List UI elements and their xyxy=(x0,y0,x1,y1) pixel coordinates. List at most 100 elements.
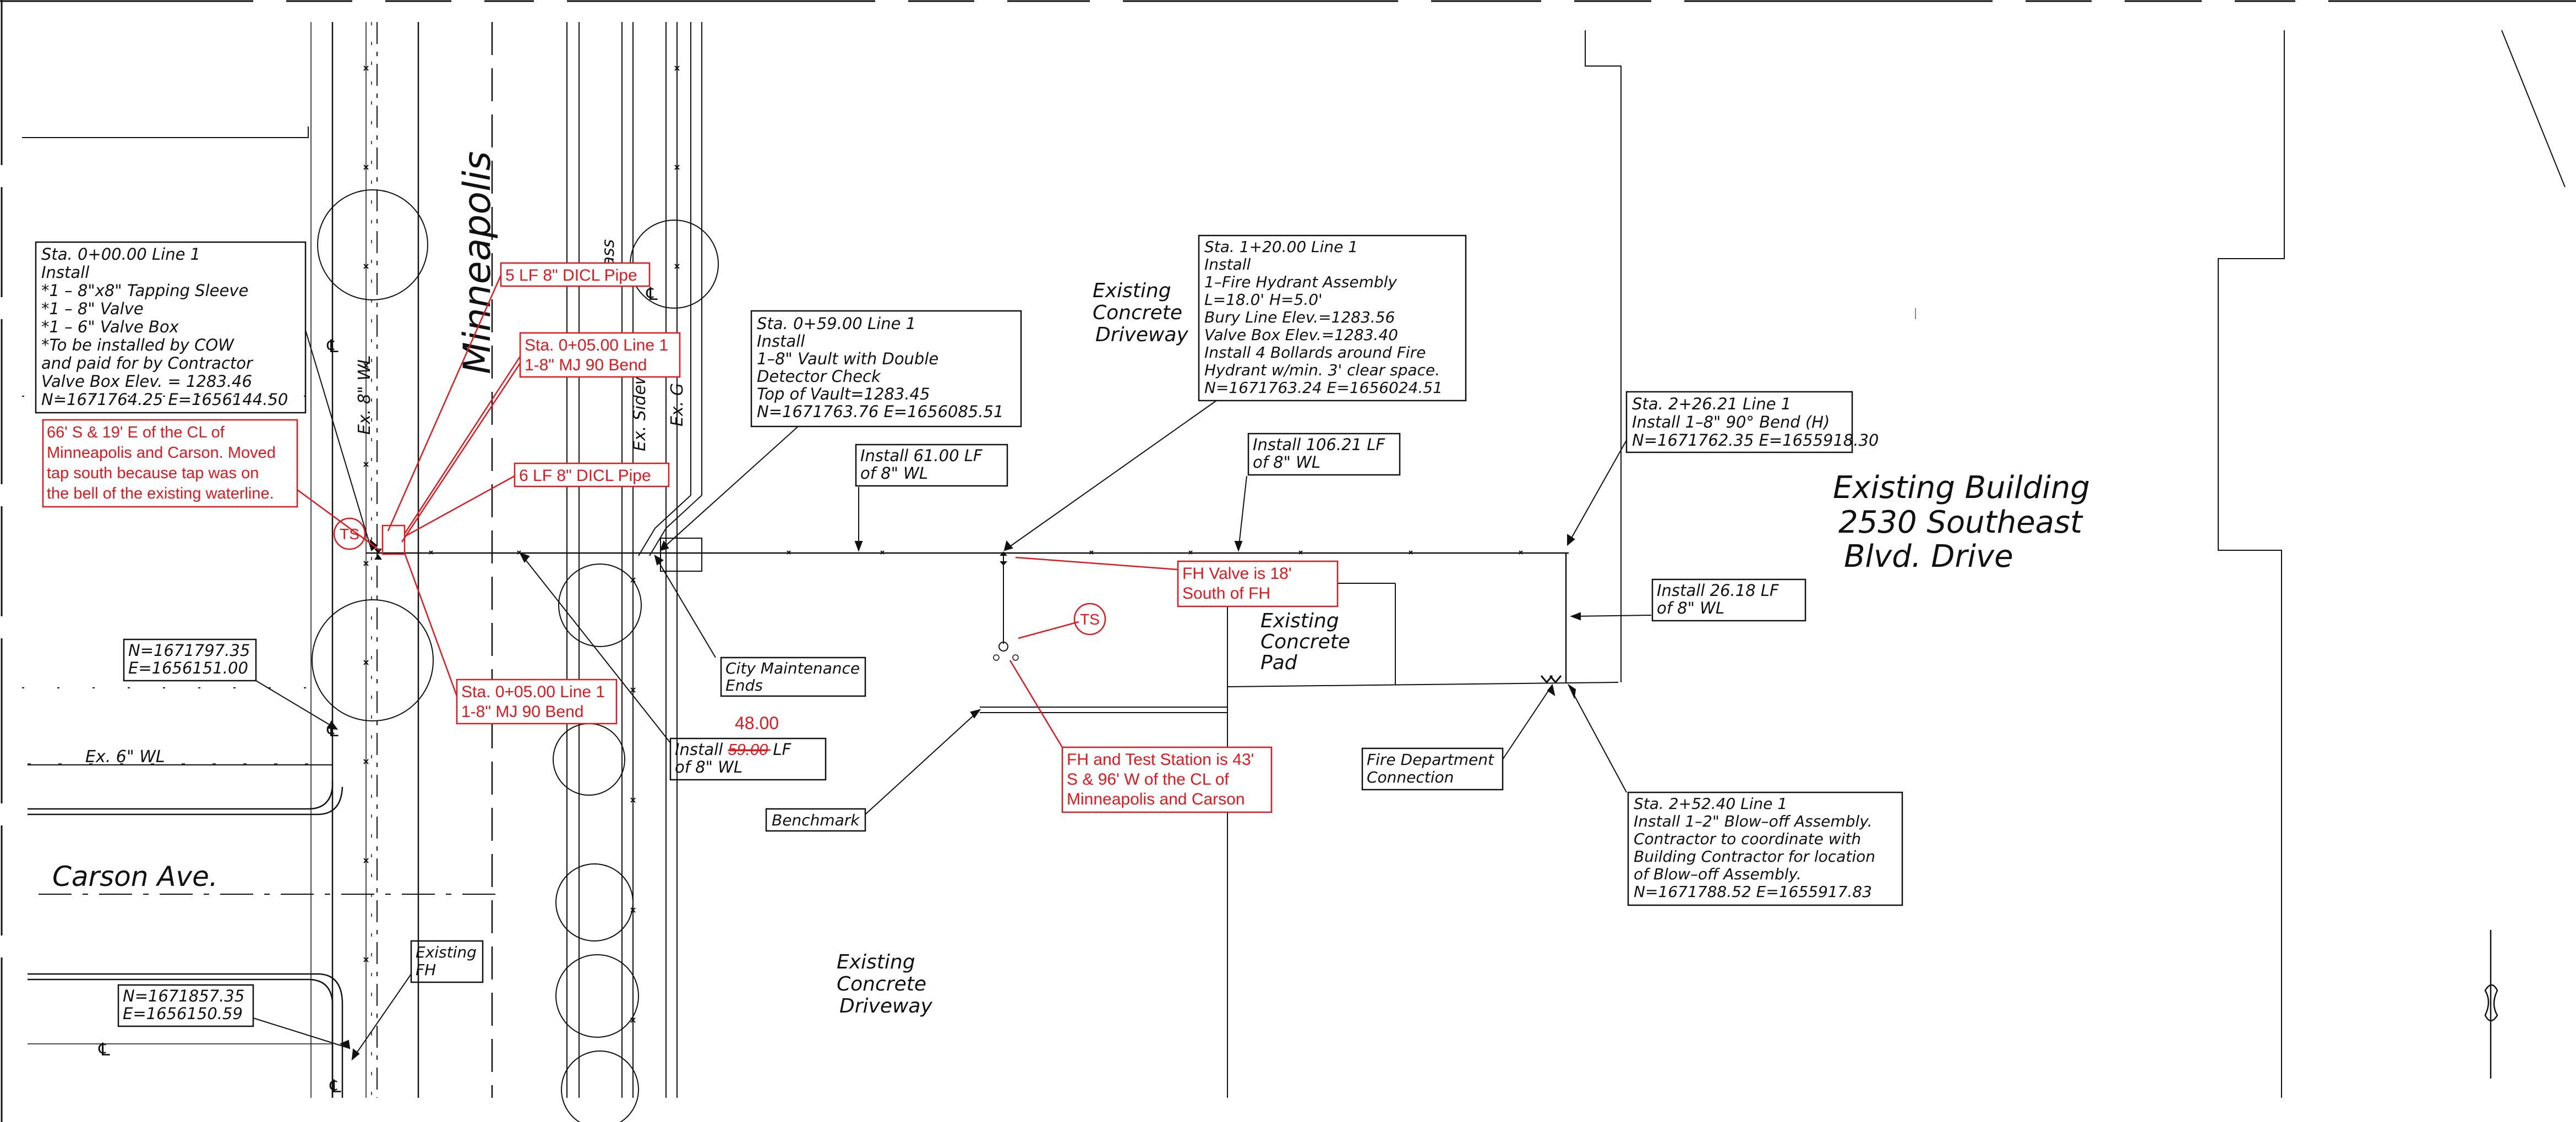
svg-text:N=1671788.52 E=1655917.83: N=1671788.52 E=1655917.83 xyxy=(1634,883,1872,901)
svg-text:Install 61.00 LF: Install 61.00 LF xyxy=(860,446,983,465)
svg-text:Install: Install xyxy=(41,263,89,282)
sidewalk-label: Ex. Sidew xyxy=(630,371,650,451)
svg-text:Connection: Connection xyxy=(1367,768,1454,786)
svg-text:Existing: Existing xyxy=(416,943,477,961)
centerline-symbol: ℄ xyxy=(325,336,341,357)
svg-text:Concrete: Concrete xyxy=(837,973,926,995)
driveway-bottom-label: Existing Concrete Driveway xyxy=(837,951,932,1017)
svg-text:Sta. 0+05.00 Line 1: Sta. 0+05.00 Line 1 xyxy=(461,683,605,701)
callout-sta-120: Sta. 1+20.00 Line 1 Install 1–Fire Hydra… xyxy=(1198,234,1467,402)
svg-text:Install: Install xyxy=(1204,255,1251,273)
centerline-symbol: ℄ xyxy=(96,1039,112,1060)
svg-text:Sta. 1+20.00 Line 1: Sta. 1+20.00 Line 1 xyxy=(1204,238,1358,256)
svg-text:Valve Box Elev. = 1283.46: Valve Box Elev. = 1283.46 xyxy=(41,372,252,391)
svg-text:of 8" WL: of 8" WL xyxy=(860,464,928,483)
svg-text:Blvd. Drive: Blvd. Drive xyxy=(1844,539,2013,574)
svg-text:Install 59.00 LF: Install 59.00 LF xyxy=(675,740,792,759)
svg-text:*1 – 8" Valve: *1 – 8" Valve xyxy=(41,299,144,318)
centerline-symbol: ℄ xyxy=(644,283,660,304)
svg-text:Install 26.18 LF: Install 26.18 LF xyxy=(1657,581,1780,600)
ts-marker: TS xyxy=(333,517,366,550)
svg-text:N=1671764.25 E=1656144.50: N=1671764.25 E=1656144.50 xyxy=(41,390,288,409)
svg-text:66' S & 19' E of the CL of: 66' S & 19' E of the CL of xyxy=(47,424,225,441)
redline-note-66: 66' S & 19' E of the CL of Minneapolis a… xyxy=(42,419,298,508)
svg-text:FH and Test Station is 43': FH and Test Station is 43' xyxy=(1067,751,1254,769)
pad-label: Existing Concrete Pad xyxy=(1260,610,1350,674)
svg-text:Driveway: Driveway xyxy=(1095,324,1188,346)
svg-text:N=1671763.76 E=1656085.51: N=1671763.76 E=1656085.51 xyxy=(757,402,1003,421)
svg-text:Sta. 2+26.21 Line 1: Sta. 2+26.21 Line 1 xyxy=(1632,395,1791,413)
svg-text:N=1671857.35: N=1671857.35 xyxy=(123,987,244,1005)
svg-text:Existing: Existing xyxy=(1260,610,1339,632)
callout-install-106: Install 106.21 LF of 8" WL xyxy=(1247,433,1401,476)
svg-text:FH: FH xyxy=(416,961,436,979)
svg-text:Concrete: Concrete xyxy=(1260,631,1350,653)
svg-text:Sta. 0+05.00 Line 1: Sta. 0+05.00 Line 1 xyxy=(525,336,668,354)
svg-text:Minneapolis and Carson: Minneapolis and Carson xyxy=(1067,790,1245,808)
svg-text:of 8" WL: of 8" WL xyxy=(1657,599,1724,617)
svg-text:Existing: Existing xyxy=(837,951,915,973)
svg-text:of Blow–off Assembly.: of Blow–off Assembly. xyxy=(1634,865,1802,883)
site-features xyxy=(980,30,2566,1098)
red-markups: TS TS 5 LF 8" DICL Pipe Sta. 0+05.00 Lin… xyxy=(42,262,1339,813)
svg-text:N=1671763.24 E=1656024.51: N=1671763.24 E=1656024.51 xyxy=(1204,379,1443,397)
svg-text:FH Valve is 18': FH Valve is 18' xyxy=(1182,565,1292,583)
svg-text:Minneapolis and Carson. Moved: Minneapolis and Carson. Moved xyxy=(47,444,276,462)
svg-text:of 8" WL: of 8" WL xyxy=(1253,453,1320,472)
svg-text:Hydrant w/min. 3' clear space.: Hydrant w/min. 3' clear space. xyxy=(1204,361,1440,379)
ex-8-wl-label: Ex. 8" WL xyxy=(355,355,374,435)
svg-text:Detector Check: Detector Check xyxy=(757,367,881,386)
svg-text:E=1656151.00: E=1656151.00 xyxy=(128,659,248,677)
svg-text:Install 1–8" 90° Bend (H): Install 1–8" 90° Bend (H) xyxy=(1632,413,1830,431)
svg-text:City Maintenance: City Maintenance xyxy=(725,659,860,677)
callout-benchmark: Benchmark xyxy=(765,808,866,832)
svg-text:Existing Building: Existing Building xyxy=(1833,470,2090,506)
ex-6-wl-label: Ex. 6" WL xyxy=(85,747,165,767)
svg-text:1-8" MJ 90 Bend: 1-8" MJ 90 Bend xyxy=(461,703,583,721)
minneapolis-street xyxy=(310,22,702,1098)
callout-install-61: Install 61.00 LF of 8" WL xyxy=(855,444,1008,487)
svg-text:Install 106.21 LF: Install 106.21 LF xyxy=(1253,435,1385,454)
svg-text:1–Fire Hydrant Assembly: 1–Fire Hydrant Assembly xyxy=(1204,273,1397,291)
svg-text:Sta. 2+52.40 Line 1: Sta. 2+52.40 Line 1 xyxy=(1634,795,1787,813)
svg-text:Install 4 Bollards around Fire: Install 4 Bollards around Fire xyxy=(1204,343,1426,362)
svg-text:*1 – 8"x8" Tapping Sleeve: *1 – 8"x8" Tapping Sleeve xyxy=(41,281,248,300)
svg-text:Concrete: Concrete xyxy=(1093,302,1182,324)
svg-text:Fire Department: Fire Department xyxy=(1367,751,1494,769)
svg-text:TS: TS xyxy=(340,526,359,543)
callout-coord-2: N=1671857.35 E=1656150.59 xyxy=(117,984,254,1027)
callout-sta-252: Sta. 2+52.40 Line 1 Install 1–2" Blow–of… xyxy=(1627,791,1903,906)
redline-bend-upper: Sta. 0+05.00 Line 1 1-8" MJ 90 Bend xyxy=(519,332,681,378)
svg-text:tap south because tap was on: tap south because tap was on xyxy=(47,464,259,482)
callout-coord-1: N=1671797.35 E=1656151.00 xyxy=(123,638,257,682)
svg-text:Benchmark: Benchmark xyxy=(772,811,860,829)
callout-sta-059: Sta. 0+59.00 Line 1 Install 1–8" Vault w… xyxy=(750,310,1022,428)
svg-text:TS: TS xyxy=(1080,611,1100,628)
svg-text:Sta. 0+59.00 Line 1: Sta. 0+59.00 Line 1 xyxy=(757,314,916,333)
svg-text:Ends: Ends xyxy=(725,676,763,694)
minneapolis-label: Minneapolis xyxy=(456,151,499,374)
svg-text:Pad: Pad xyxy=(1260,652,1298,674)
redline-fh-valve: FH Valve is 18' South of FH xyxy=(1177,560,1339,607)
callout-sta-226: Sta. 2+26.21 Line 1 Install 1–8" 90° Ben… xyxy=(1625,391,1879,453)
redline-dicl-5: 5 LF 8" DICL Pipe xyxy=(500,262,651,287)
revised-length: 48.00 xyxy=(735,713,779,733)
svg-text:Install 1–2" Blow–off Assembly: Install 1–2" Blow–off Assembly. xyxy=(1634,812,1873,830)
svg-text:L=18.0' H=5.0': L=18.0' H=5.0' xyxy=(1204,291,1323,309)
svg-text:S & 96' W of the CL of: S & 96' W of the CL of xyxy=(1067,770,1229,789)
svg-text:South of FH: South of FH xyxy=(1182,584,1270,603)
ts-marker: TS xyxy=(1073,603,1106,636)
svg-text:N=1671762.35 E=1655918.30: N=1671762.35 E=1655918.30 xyxy=(1632,431,1879,450)
svg-text:2530 Southeast: 2530 Southeast xyxy=(1838,505,2083,540)
callout-sta-000: Sta. 0+00.00 Line 1 Install *1 – 8"x8" T… xyxy=(35,241,307,414)
carson-label: Carson Ave. xyxy=(52,861,218,893)
leader-lines xyxy=(253,330,1652,1061)
svg-text:Driveway: Driveway xyxy=(839,995,932,1017)
driveway-top-label: Existing Concrete Driveway xyxy=(1093,280,1188,346)
svg-text:Top of Vault=1283.45: Top of Vault=1283.45 xyxy=(757,385,930,403)
callout-install-59: Install 59.00 LF of 8" WL xyxy=(669,737,827,781)
svg-text:6 LF 8" DICL Pipe: 6 LF 8" DICL Pipe xyxy=(519,467,651,485)
svg-text:and paid for by Contractor: and paid for by Contractor xyxy=(41,354,254,373)
svg-text:1–8" Vault with Double: 1–8" Vault with Double xyxy=(757,349,938,368)
